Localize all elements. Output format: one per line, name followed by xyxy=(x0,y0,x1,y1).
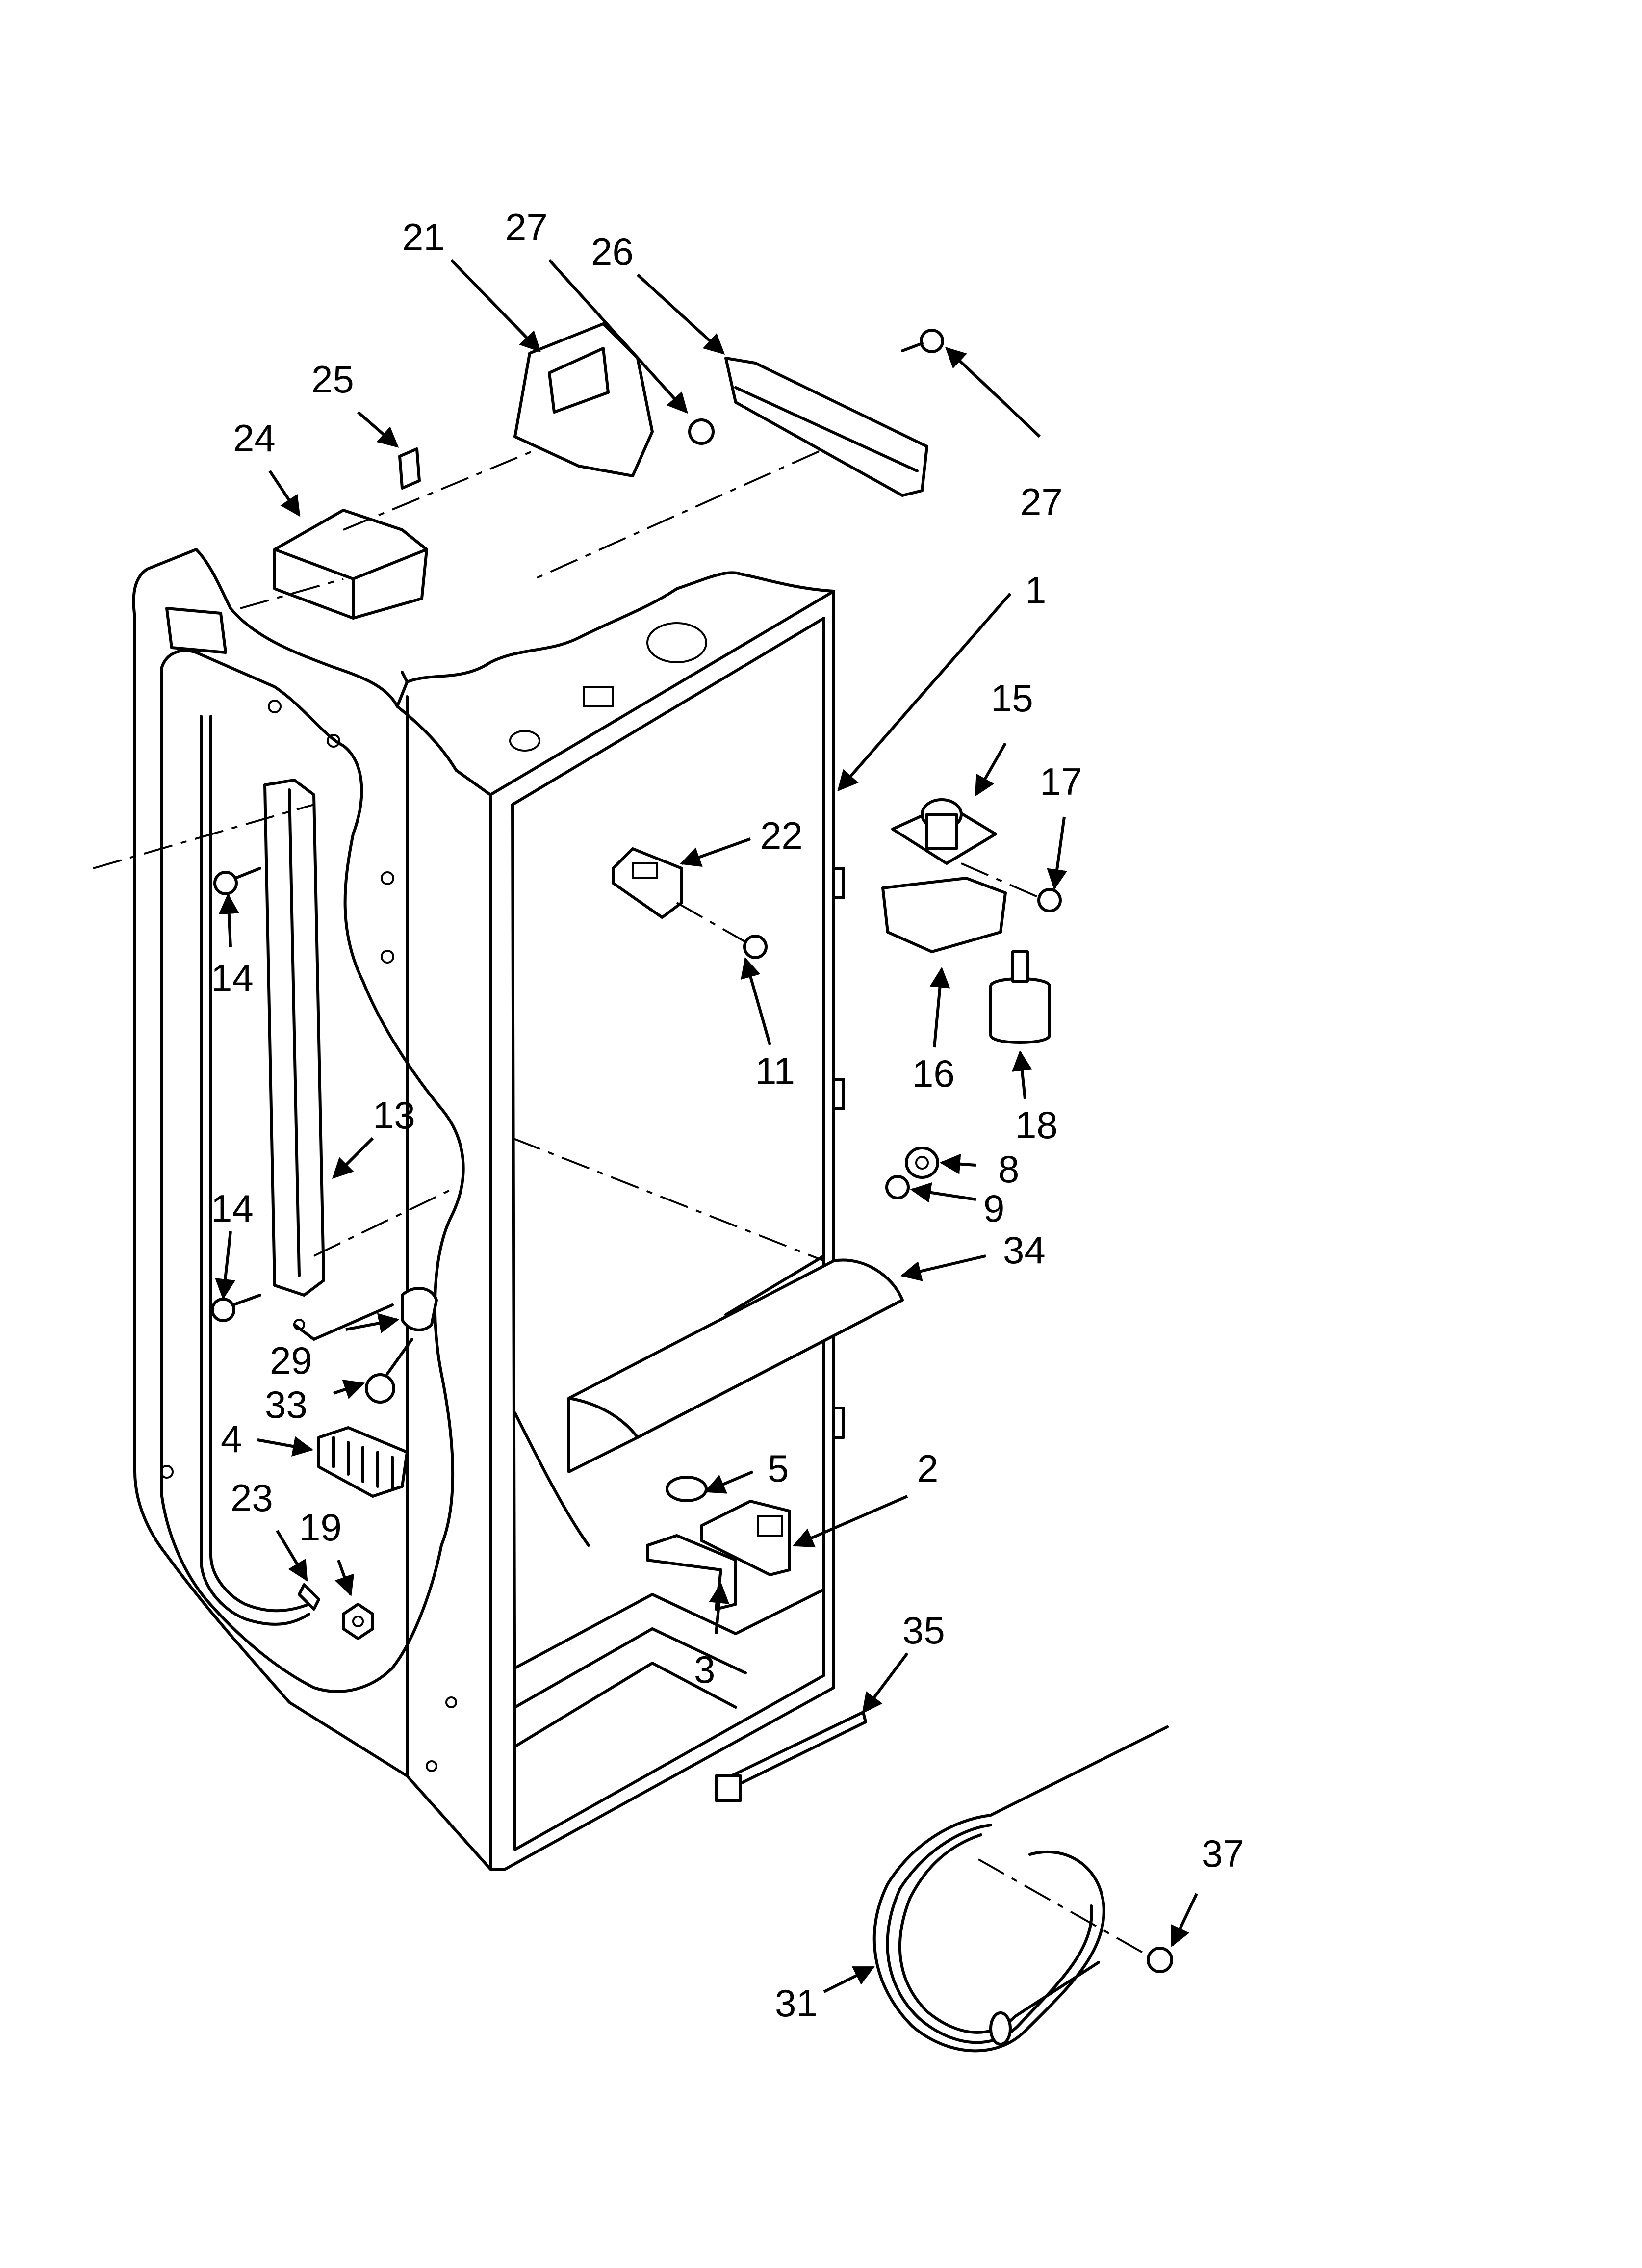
screw-37 xyxy=(1147,1947,1173,1973)
callout-5: 5 xyxy=(768,1447,789,1490)
callout-8: 8 xyxy=(998,1147,1019,1191)
callout-27-left: 27 xyxy=(505,206,548,249)
leader-lines xyxy=(215,259,1198,1993)
grommet-5 xyxy=(666,1476,708,1502)
tube-23 xyxy=(298,1583,320,1611)
cable-tie-35 xyxy=(715,1711,867,1802)
callout-14-lower: 14 xyxy=(211,1187,254,1230)
bracket-21 xyxy=(513,322,654,477)
clip-25 xyxy=(398,447,421,490)
callout-13: 13 xyxy=(373,1094,415,1137)
callout-27-right: 27 xyxy=(1020,480,1063,523)
callout-18: 18 xyxy=(1015,1103,1058,1147)
water-valve-15 xyxy=(891,798,997,865)
callout-11: 11 xyxy=(755,1049,795,1093)
bracket-3 xyxy=(646,1534,737,1611)
screw-9 xyxy=(885,1175,910,1199)
filter-18 xyxy=(989,950,1051,1044)
water-tubing-31 xyxy=(872,1725,1169,2053)
nut-19 xyxy=(342,1603,374,1640)
screw-27-right xyxy=(901,329,944,353)
callout-19: 19 xyxy=(299,1506,342,1549)
grille-4 xyxy=(317,1426,409,1498)
callout-31: 31 xyxy=(775,1981,818,2025)
screw-17 xyxy=(961,862,1062,912)
callout-33: 33 xyxy=(265,1383,308,1426)
callout-3: 3 xyxy=(694,1648,715,1691)
callout-16: 16 xyxy=(912,1052,955,1095)
screw-14-lower xyxy=(211,1294,261,1322)
cabinet-liner xyxy=(132,548,845,1871)
callout-25: 25 xyxy=(311,358,354,401)
rail-26 xyxy=(534,357,928,580)
callout-4: 4 xyxy=(221,1417,242,1460)
washer-8 xyxy=(905,1147,939,1179)
callout-34: 34 xyxy=(1003,1228,1046,1272)
callout-15: 15 xyxy=(991,677,1033,720)
callout-21: 21 xyxy=(402,215,445,259)
callout-1: 1 xyxy=(1025,569,1046,612)
callout-23: 23 xyxy=(231,1476,273,1519)
callout-29: 29 xyxy=(270,1339,312,1382)
callout-9: 9 xyxy=(983,1187,1004,1230)
callout-24: 24 xyxy=(233,417,276,460)
callout-37: 37 xyxy=(1202,1832,1244,1875)
cam-29 xyxy=(293,1287,438,1341)
screw-27-left xyxy=(688,418,715,445)
screw-14-upper xyxy=(213,867,261,895)
bracket-22 xyxy=(612,847,683,919)
callout-26: 26 xyxy=(591,230,634,273)
bracket-2 xyxy=(700,1500,791,1576)
housing-16 xyxy=(881,877,1007,953)
shelf-rail xyxy=(93,779,457,1297)
callout-2: 2 xyxy=(917,1447,938,1490)
callouts: 1 2 3 4 5 8 9 11 13 14 14 15 16 17 18 19… xyxy=(211,206,1244,2025)
callout-17: 17 xyxy=(1040,760,1082,803)
screw-11 xyxy=(676,902,768,959)
callout-35: 35 xyxy=(902,1609,945,1652)
callout-22: 22 xyxy=(760,814,803,857)
knob-33 xyxy=(365,1338,413,1404)
callout-14-upper: 14 xyxy=(211,956,254,999)
cover-34 xyxy=(567,1258,904,1473)
